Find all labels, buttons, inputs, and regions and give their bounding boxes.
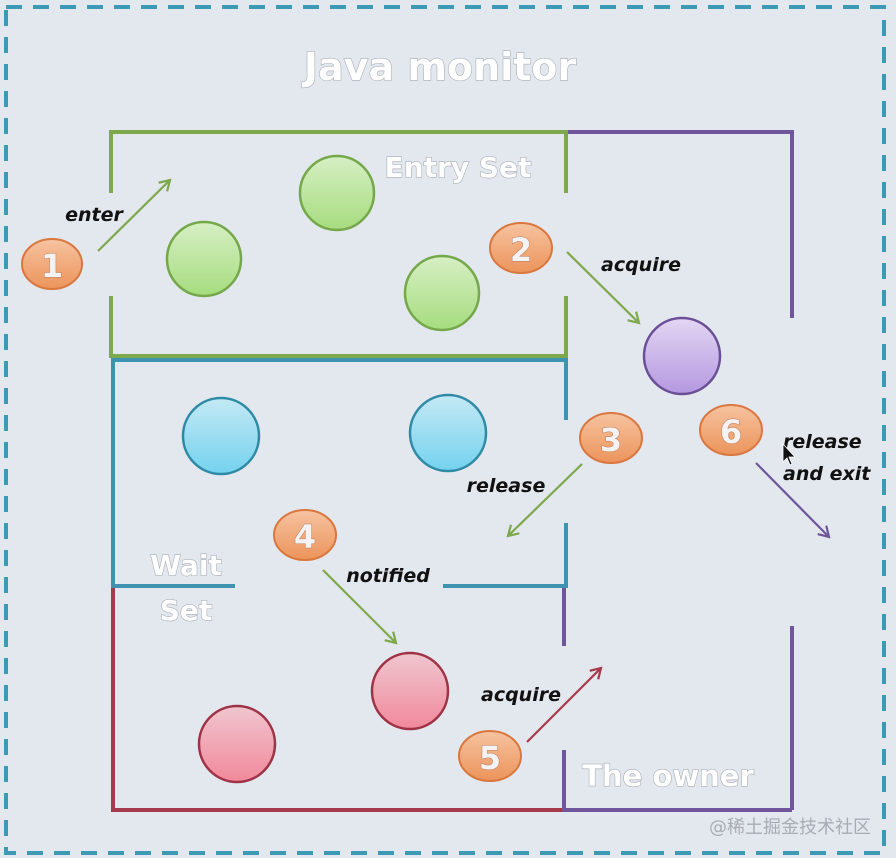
step-badge-5: 5 (458, 730, 522, 782)
notified-threads (197, 651, 450, 784)
waiting-thread (408, 393, 488, 473)
step-6-number: 6 (720, 413, 742, 451)
notified-thread (197, 704, 277, 784)
title: Java monitor (301, 45, 576, 89)
step-6-label-line2: and exit (783, 463, 871, 485)
wait-set-threads (181, 393, 488, 476)
entry-thread (165, 220, 243, 298)
step-1-label: enter (65, 204, 124, 226)
entry-thread (403, 254, 481, 332)
entry-set-label: Entry Set (385, 151, 532, 184)
step-badge-4: 4 (273, 509, 337, 561)
notified-thread (370, 651, 450, 731)
acquire-arrow-notified (526, 666, 603, 743)
step-badge-2: 2 (489, 222, 553, 274)
wait-set-label-line1: Wait (150, 549, 222, 582)
release-arrow (506, 463, 583, 538)
step-6-label-line1: release (783, 431, 862, 453)
wait-set-walls (111, 358, 568, 588)
step-badge-6: 6 (699, 404, 763, 456)
step-4-number: 4 (294, 518, 316, 556)
enter-arrow (97, 178, 172, 252)
step-badge-3: 3 (579, 412, 643, 464)
step-2-number: 2 (510, 231, 532, 269)
entry-thread (298, 154, 376, 232)
badge-shape (458, 730, 522, 782)
step-badge-1: 1 (21, 238, 83, 290)
entry-set-threads (165, 154, 481, 332)
entry-set-walls (109, 130, 568, 358)
badge-shape (489, 222, 553, 274)
step-3-number: 3 (600, 421, 622, 459)
badge-shape (21, 238, 83, 290)
step-1-number: 1 (41, 247, 63, 285)
step-5-label: acquire (481, 684, 561, 706)
step-4-label: notified (346, 565, 430, 587)
step-3-label: release (467, 475, 546, 497)
mouse-cursor-icon (782, 442, 796, 466)
monitor-border (4, 5, 886, 855)
wait-set-label-line2: Set (160, 594, 213, 627)
release-exit-arrow (755, 462, 831, 539)
owner-thread (642, 316, 722, 396)
step-2-label: acquire (601, 254, 681, 276)
badge-shape (273, 509, 337, 561)
badge-shape (579, 412, 643, 464)
acquire-arrow-entry (566, 251, 641, 325)
waiting-thread (181, 396, 261, 476)
notified-region-walls (111, 588, 562, 812)
watermark: @稀土掘金技术社区 (709, 817, 871, 838)
badge-shape (699, 404, 763, 456)
notified-arrow (322, 569, 398, 645)
owner-label: The owner (582, 759, 754, 793)
step-5-number: 5 (479, 739, 501, 777)
owner-walls (562, 130, 794, 812)
